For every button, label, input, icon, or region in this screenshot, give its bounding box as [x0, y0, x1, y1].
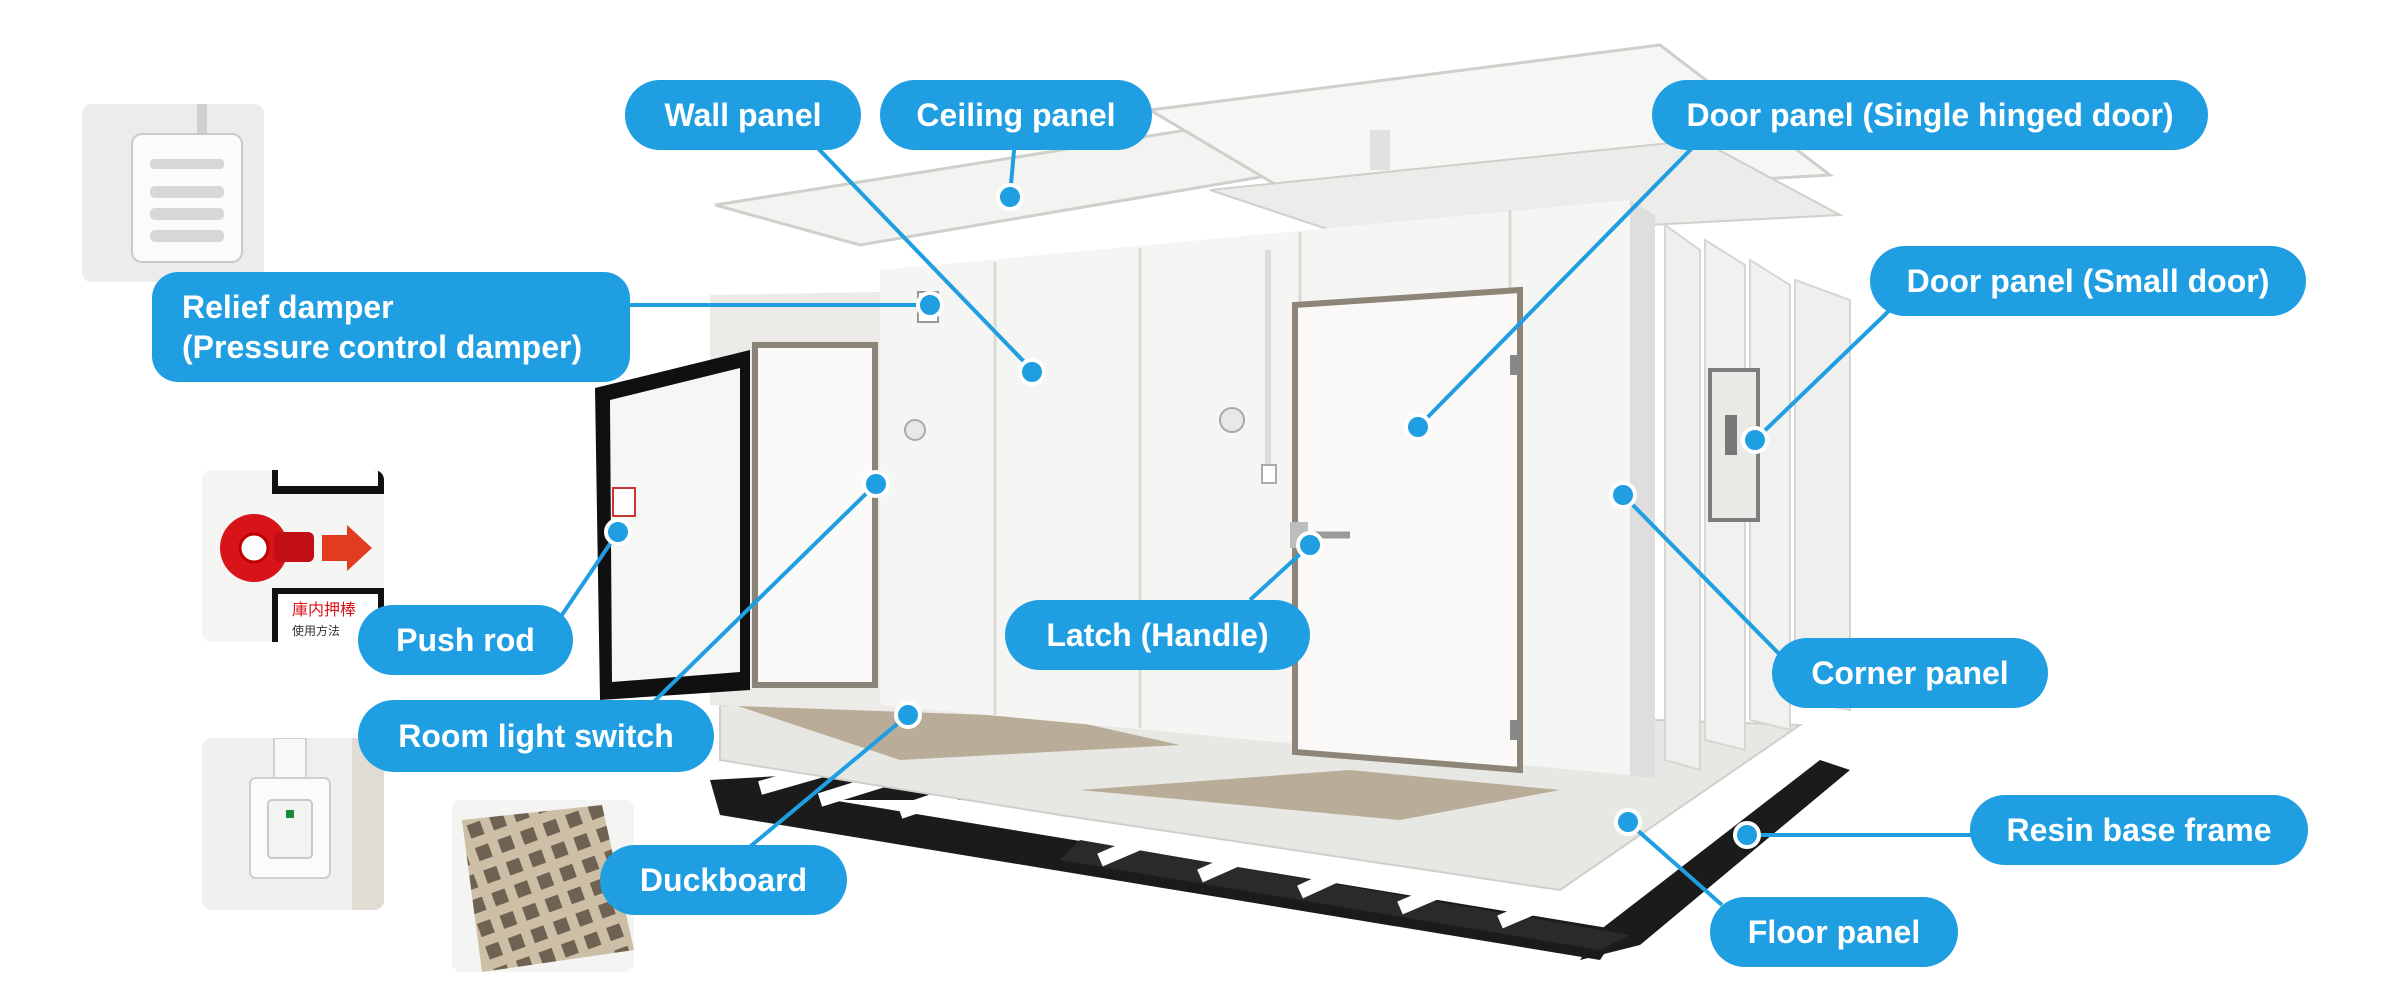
callout-text: Push rod	[396, 621, 535, 658]
callout-relief-damper: Relief damper (Pressure control damper)	[152, 272, 630, 382]
callout-text: Door panel (Single hinged door)	[1686, 96, 2174, 133]
callout-ceiling-panel: Ceiling panel	[880, 80, 1152, 150]
callout-text: Resin base frame	[2006, 811, 2272, 848]
relief-damper-photo	[82, 104, 264, 282]
push-rod-sign-text2: 使用方法	[292, 623, 340, 638]
callout-push-rod: Push rod	[358, 605, 573, 675]
callout-text: Latch (Handle)	[1046, 616, 1269, 653]
callout-wall-panel: Wall panel	[625, 80, 861, 150]
callout-text-line1: Relief damper	[182, 289, 394, 325]
callout-room-light-switch: Room light switch	[358, 700, 714, 772]
callout-text: Duckboard	[639, 861, 808, 898]
duckboard-drawing-left	[720, 700, 1180, 760]
hinged-door-drawing	[1290, 286, 1523, 774]
leader-dots	[604, 183, 1769, 849]
callout-text: Door panel (Small door)	[1906, 262, 2270, 299]
callout-resin-base-frame: Resin base frame	[1970, 795, 2308, 865]
ceiling-drawing	[714, 43, 1844, 247]
callout-text: Room light switch	[398, 717, 674, 754]
callout-corner-panel: Corner panel	[1772, 638, 2048, 708]
relief-damper-icon	[82, 104, 264, 282]
light-switch-icon	[202, 738, 384, 910]
callout-duckboard: Duckboard	[600, 845, 847, 915]
duckboard-drawing-center	[1080, 770, 1560, 820]
callout-text: Corner panel	[1811, 654, 2009, 691]
callout-text-line2: (Pressure control damper)	[182, 329, 583, 365]
callout-text: Ceiling panel	[916, 96, 1116, 133]
callout-door-panel-small: Door panel (Small door)	[1870, 246, 2306, 316]
callout-floor-panel: Floor panel	[1710, 897, 1958, 967]
light-switch-photo	[202, 738, 384, 910]
callout-text: Wall panel	[664, 96, 822, 133]
leader-lines	[543, 138, 1975, 907]
push-rod-photo: 庫内押棒 使用方法	[202, 470, 384, 642]
push-rod-icon: 庫内押棒 使用方法	[202, 470, 384, 642]
callout-latch: Latch (Handle)	[1005, 600, 1310, 670]
callout-text: Floor panel	[1747, 913, 1921, 950]
callout-door-panel-single: Door panel (Single hinged door)	[1652, 80, 2208, 150]
push-rod-sign-text: 庫内押棒	[292, 600, 356, 619]
